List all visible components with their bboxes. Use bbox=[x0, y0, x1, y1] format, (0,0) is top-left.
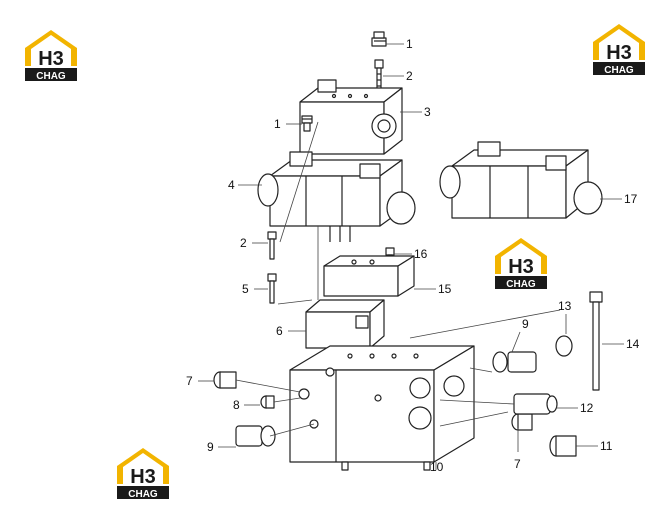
callout-14: 14 bbox=[626, 337, 640, 351]
part-bolt-top bbox=[374, 59, 384, 93]
part-plug-left bbox=[213, 371, 237, 389]
part-plug-top bbox=[371, 31, 387, 47]
logo-mark: H3 bbox=[606, 42, 632, 64]
callout-5: 5 bbox=[242, 282, 249, 296]
callout-15: 15 bbox=[438, 282, 452, 296]
callout-7-left: 7 bbox=[186, 374, 193, 388]
callout-1-side: 1 bbox=[274, 117, 281, 131]
part-directional-valve-right bbox=[439, 141, 603, 219]
part-cartridge-left bbox=[235, 425, 276, 447]
logo-text: CHAG bbox=[36, 71, 66, 82]
part-bolt-mid-left bbox=[267, 231, 277, 260]
callout-2-top: 2 bbox=[406, 69, 413, 83]
callout-10: 10 bbox=[430, 460, 444, 474]
brand-logo-top-left: H3 CHAG bbox=[22, 28, 80, 84]
part-plug-bottom bbox=[511, 413, 533, 431]
part-valve-12 bbox=[513, 393, 558, 415]
part-sandwich-plate bbox=[323, 255, 415, 297]
callout-1-top: 1 bbox=[406, 37, 413, 51]
callout-4: 4 bbox=[228, 178, 235, 192]
logo-text: CHAG bbox=[128, 489, 158, 500]
callout-9-right: 9 bbox=[522, 317, 529, 331]
part-small-block bbox=[305, 299, 385, 349]
logo-mark: H3 bbox=[38, 48, 64, 70]
logo-mark: H3 bbox=[130, 466, 156, 488]
part-bolt-lower-left bbox=[267, 273, 277, 304]
part-directional-valve-left bbox=[257, 151, 416, 242]
callout-17: 17 bbox=[624, 192, 638, 206]
part-plug-13 bbox=[555, 335, 573, 357]
callout-3: 3 bbox=[424, 105, 431, 119]
part-long-bolt bbox=[589, 291, 603, 391]
logo-text: CHAG bbox=[506, 279, 536, 290]
brand-logo-bottom-left: H3 CHAG bbox=[114, 446, 172, 502]
callout-7-bottom: 7 bbox=[514, 457, 521, 471]
part-fitting-11 bbox=[549, 435, 577, 457]
leader-lines bbox=[198, 43, 624, 470]
callout-6: 6 bbox=[276, 324, 283, 338]
callout-12: 12 bbox=[580, 401, 594, 415]
part-upper-block bbox=[299, 79, 403, 155]
callout-2-mid: 2 bbox=[240, 236, 247, 250]
callout-8: 8 bbox=[233, 398, 240, 412]
brand-logo-center: H3 CHAG bbox=[492, 236, 550, 292]
part-small-plug bbox=[260, 395, 275, 409]
logo-text: CHAG bbox=[604, 65, 634, 76]
callout-13: 13 bbox=[558, 299, 572, 313]
part-cartridge-right bbox=[492, 351, 537, 373]
part-main-manifold bbox=[289, 345, 475, 471]
callout-11: 11 bbox=[600, 439, 613, 453]
brand-logo-top-right: H3 CHAG bbox=[590, 22, 648, 78]
callout-16: 16 bbox=[414, 247, 428, 261]
callout-9-left: 9 bbox=[207, 440, 214, 454]
part-plug-side bbox=[301, 115, 313, 132]
logo-mark: H3 bbox=[508, 256, 534, 278]
